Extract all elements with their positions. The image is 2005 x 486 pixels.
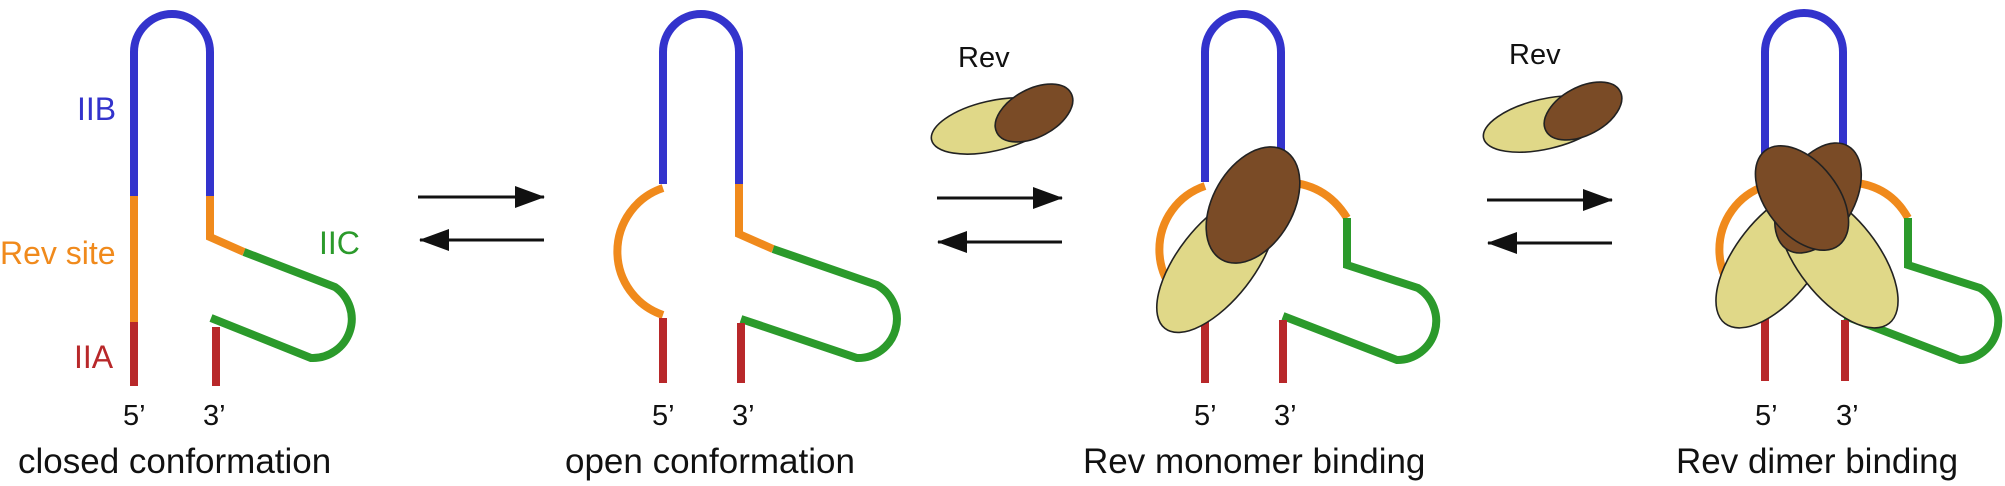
- IIC-stem: [209, 248, 356, 363]
- panel-rev-monomer-binding: 5’ 3’ Rev monomer binding: [1083, 10, 1441, 481]
- IIB-loop: [1201, 10, 1285, 182]
- panel-caption: closed conformation: [18, 442, 331, 481]
- three-prime-end: 3’: [1274, 400, 1297, 432]
- rev-label: Rev: [958, 42, 1010, 74]
- IIB-loop: [130, 10, 214, 196]
- label-IIA: IIA: [74, 339, 114, 375]
- rev-dark-subunit: [1205, 146, 1301, 264]
- rev-label: Rev: [1509, 39, 1561, 71]
- rev-dark-subunit: [994, 83, 1074, 143]
- rev-dark-subunit-left: [1754, 144, 1850, 252]
- five-prime-end: 5’: [1755, 400, 1778, 432]
- equilibrium-arrows: [937, 187, 1063, 253]
- five-prime-end: 5’: [652, 400, 675, 432]
- equilibrium-arrows: [418, 186, 545, 251]
- label-IIB: IIB: [77, 91, 116, 127]
- label-rev-site: Rev site: [0, 235, 116, 271]
- IIB-loop: [659, 10, 743, 184]
- five-prime-end: 5’: [123, 400, 146, 432]
- equilibrium-arrows: [1487, 189, 1613, 254]
- panel-caption: Rev dimer binding: [1676, 442, 1958, 481]
- IIC-stem: [739, 245, 901, 363]
- rev-site-right: [735, 184, 775, 253]
- IIC-stem: [1843, 218, 2003, 365]
- panel-open-conformation: 5’ 3’ open conformation: [565, 10, 901, 481]
- three-prime-end: 3’: [732, 400, 755, 432]
- panel-caption: Rev monomer binding: [1083, 442, 1425, 481]
- free-rev-protein: Rev: [930, 42, 1074, 155]
- five-prime-end: 5’: [1194, 400, 1217, 432]
- free-rev-protein: Rev: [1482, 39, 1623, 153]
- rev-dark-subunit: [1543, 81, 1623, 141]
- panel-caption: open conformation: [565, 442, 855, 481]
- three-prime-end: 3’: [1836, 400, 1859, 432]
- label-IIC: IIC: [319, 225, 360, 261]
- panel-rev-dimer-binding: 5’ 3’ Rev dimer binding: [1676, 9, 2003, 481]
- IIC-stem: [1281, 218, 1441, 365]
- rev-site-left-bulge: [613, 184, 665, 319]
- panel-closed-conformation: IIB Rev site IIC IIA 5’ 3’ closed confor…: [0, 10, 360, 481]
- rev-site-right: [206, 196, 246, 256]
- three-prime-end: 3’: [203, 400, 226, 432]
- IIB-loop: [1761, 9, 1847, 182]
